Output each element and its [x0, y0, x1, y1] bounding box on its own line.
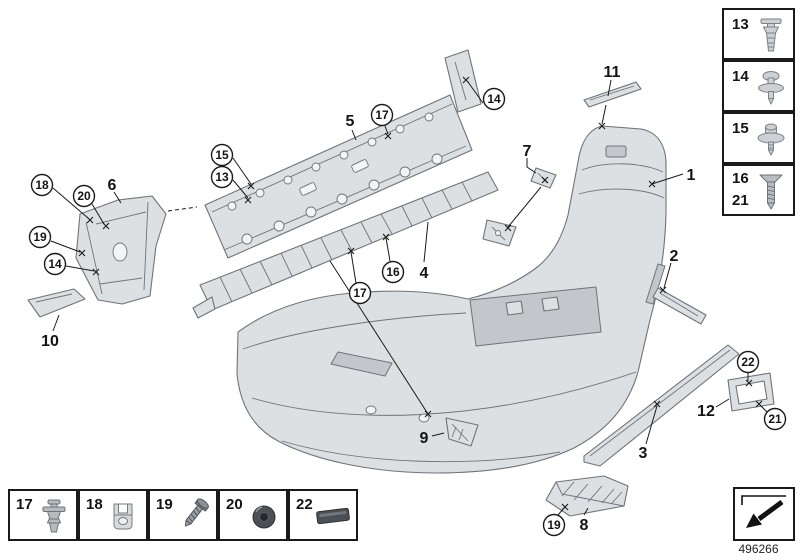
- callout-circled-20[interactable]: 20: [72, 184, 96, 208]
- callout-circled-18[interactable]: 18: [30, 173, 54, 197]
- callout-circled-14b[interactable]: 14: [43, 252, 67, 276]
- callout-5[interactable]: 5: [346, 113, 355, 130]
- callout-circled-13[interactable]: 13: [210, 165, 234, 189]
- legend-box-14[interactable]: 14: [722, 60, 795, 112]
- legend-box-20[interactable]: 20: [218, 489, 288, 541]
- legend-label-13: 13: [732, 16, 749, 33]
- svg-text:20: 20: [77, 189, 91, 203]
- legend-box-22[interactable]: 22: [288, 489, 358, 541]
- callout-10[interactable]: 10: [41, 333, 59, 350]
- strip-ribs: [219, 181, 473, 303]
- callout-8[interactable]: 8: [580, 517, 589, 534]
- callout-circled-19[interactable]: 19: [28, 225, 52, 249]
- rubber-grommet-icon: [252, 505, 276, 529]
- svg-text:13: 13: [215, 170, 229, 184]
- part-10-support-plate: [27, 288, 86, 318]
- legend-box-15[interactable]: 15: [722, 112, 795, 164]
- legend-box-19[interactable]: 19: [148, 489, 218, 541]
- callout-6[interactable]: 6: [108, 177, 117, 194]
- svg-text:14: 14: [487, 92, 501, 106]
- x-markers: [78, 76, 763, 511]
- countersunk-screw-icon: [759, 174, 783, 210]
- clip-nut-icon: [113, 503, 133, 530]
- nav-arrow-box[interactable]: [733, 487, 795, 541]
- part-9-holder: [445, 417, 479, 447]
- legend-label-14: 14: [732, 68, 749, 85]
- legend-label-16: 16: [732, 170, 749, 187]
- legend-box-16-21[interactable]: 16 21: [722, 164, 795, 216]
- leader-lines: [50, 76, 769, 516]
- carrier-holes: [227, 112, 443, 245]
- diagram-number: 496266: [738, 542, 779, 556]
- callout-circled-19b[interactable]: 19: [542, 513, 566, 537]
- callout-circled-17b[interactable]: 17: [348, 281, 372, 305]
- callout-circled-17[interactable]: 17: [370, 103, 394, 127]
- callout-2[interactable]: 2: [670, 248, 679, 265]
- callout-circled-15[interactable]: 15: [210, 143, 234, 167]
- legend-label-22: 22: [296, 496, 313, 513]
- svg-text:14: 14: [48, 257, 62, 271]
- part-3-lower-trim: [583, 344, 740, 467]
- callout-7[interactable]: 7: [523, 143, 532, 160]
- svg-text:21: 21: [768, 412, 782, 426]
- washer-rivet-icon: [758, 71, 784, 105]
- svg-text:19: 19: [547, 518, 561, 532]
- legend-label-21: 21: [732, 192, 749, 209]
- part-2-side-trim: [652, 287, 707, 325]
- callout-3[interactable]: 3: [639, 445, 648, 462]
- svg-text:16: 16: [386, 265, 400, 279]
- svg-text:17: 17: [375, 108, 389, 122]
- svg-text:15: 15: [215, 148, 229, 162]
- next-diagram-arrow-icon: [741, 495, 786, 528]
- part-4-impact-strip: [192, 171, 499, 319]
- legend-label-15: 15: [732, 120, 749, 137]
- expanding-rivet-icon: [760, 18, 782, 52]
- legend-label-18: 18: [86, 496, 103, 513]
- part-1-bumper-cover: [236, 125, 667, 474]
- callout-4[interactable]: 4: [420, 265, 429, 282]
- legend-label-17: 17: [16, 496, 33, 513]
- legend-label-20: 20: [226, 496, 243, 513]
- callout-11[interactable]: 11: [604, 64, 621, 81]
- legend-box-13[interactable]: 13: [722, 8, 795, 60]
- legend-box-18[interactable]: 18: [78, 489, 148, 541]
- callout-9[interactable]: 9: [420, 430, 429, 447]
- washer-screw-icon: [757, 123, 785, 156]
- part-6-side-bracket: [75, 195, 167, 305]
- part-11-trim-strip: [583, 81, 642, 108]
- circled-callouts: 14 17 15 13 18 20 19 14: [28, 87, 787, 537]
- part-5-carrier-bar: [204, 49, 482, 259]
- legend-label-19: 19: [156, 496, 173, 513]
- callout-circled-14[interactable]: 14: [482, 87, 506, 111]
- adhesive-pad-icon: [316, 507, 350, 525]
- svg-text:19: 19: [33, 230, 47, 244]
- legend-box-17[interactable]: 17: [8, 489, 78, 541]
- svg-text:22: 22: [741, 355, 755, 369]
- callout-12[interactable]: 12: [697, 403, 715, 420]
- svg-text:17: 17: [353, 286, 367, 300]
- callout-circled-21[interactable]: 21: [763, 407, 787, 431]
- part-12-bracket: [727, 372, 775, 412]
- callout-circled-16[interactable]: 16: [381, 260, 405, 284]
- torx-screw-icon: [184, 498, 209, 527]
- svg-text:18: 18: [35, 178, 49, 192]
- expanding-rivet-pin-icon: [42, 499, 66, 533]
- callout-circled-22[interactable]: 22: [736, 350, 760, 374]
- callout-1[interactable]: 1: [687, 167, 696, 184]
- plain-callouts: 1 2 3 4 5 6 7 8 9 10 11 12: [41, 64, 715, 534]
